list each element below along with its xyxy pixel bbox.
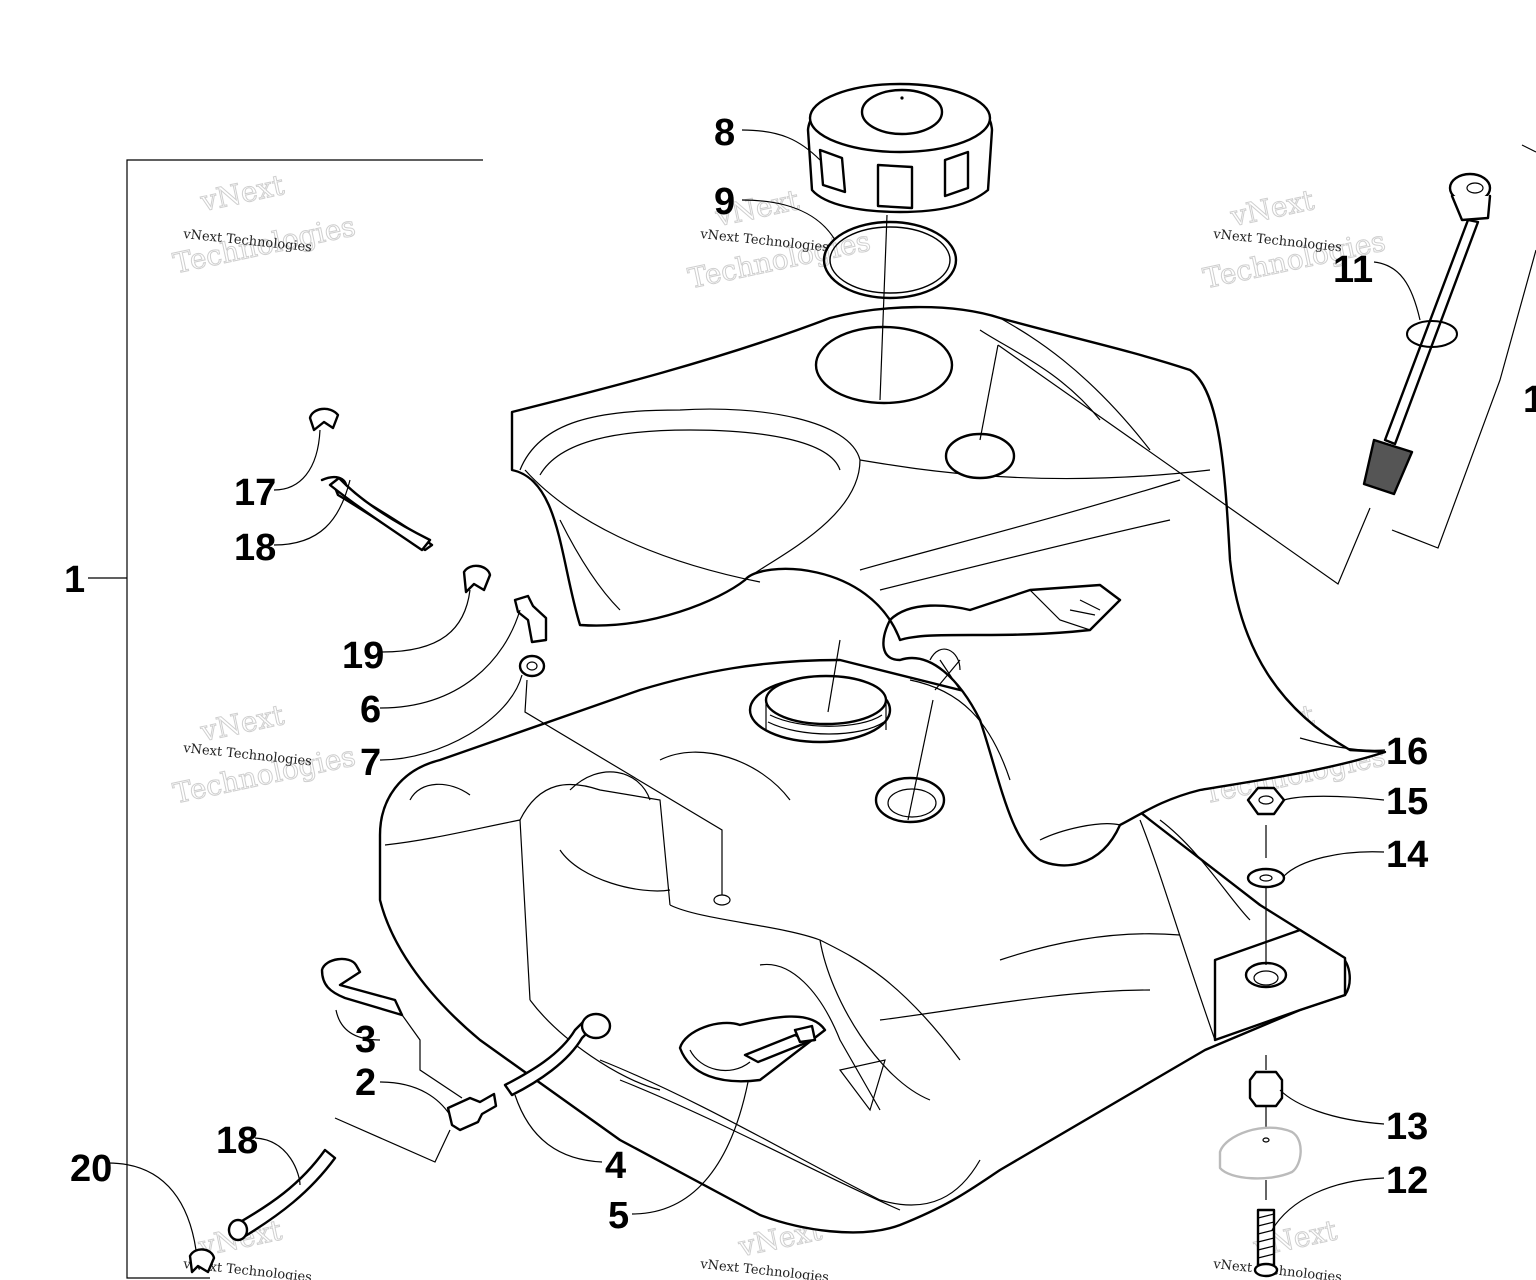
callout-17: 17 bbox=[234, 472, 276, 514]
stud-bolt bbox=[1253, 1208, 1279, 1278]
callout-5: 5 bbox=[608, 1195, 629, 1237]
callout-6: 6 bbox=[360, 689, 381, 731]
assembly-bracket-right bbox=[1391, 144, 1536, 549]
cap-o-ring bbox=[822, 220, 958, 300]
callout-20: 20 bbox=[70, 1148, 112, 1190]
fuel-hose bbox=[503, 1012, 612, 1097]
leader-lines bbox=[107, 129, 1421, 1251]
callout-18-lower: 18 bbox=[216, 1120, 258, 1162]
rubber-mount-pad bbox=[1218, 1126, 1302, 1180]
flange-nut bbox=[1246, 786, 1286, 816]
callout-13: 13 bbox=[1386, 1106, 1428, 1148]
callout-1: 1 bbox=[64, 559, 85, 601]
assembly-bracket-left bbox=[88, 159, 483, 1279]
fuel-hose-lower bbox=[227, 1148, 337, 1242]
hose-clip-strap bbox=[320, 957, 404, 1017]
watermark-1: vNext Technologies bbox=[170, 168, 359, 281]
vent-clamp-lower bbox=[462, 564, 492, 594]
callout-16: 16 bbox=[1386, 731, 1428, 773]
callout-15: 15 bbox=[1386, 781, 1428, 823]
hose-clamp-lower bbox=[188, 1248, 216, 1274]
vent-hose-upper bbox=[320, 475, 434, 552]
callout-14: 14 bbox=[1386, 834, 1428, 876]
fuel-cap bbox=[806, 82, 994, 214]
callout-2: 2 bbox=[355, 1062, 376, 1104]
grommet bbox=[518, 654, 546, 678]
fuel-gauge bbox=[1362, 172, 1492, 496]
svg-text:vNext: vNext bbox=[1227, 183, 1318, 233]
gauge-leader-lines bbox=[979, 344, 1371, 585]
callout-18-upper: 18 bbox=[234, 527, 276, 569]
fuel-pickup bbox=[678, 1015, 827, 1083]
spacer bbox=[1248, 1070, 1284, 1108]
vent-clamp-top bbox=[308, 407, 340, 432]
washer bbox=[1246, 867, 1286, 889]
callout-3: 3 bbox=[355, 1019, 376, 1061]
callout-7: 7 bbox=[360, 742, 381, 784]
center-lines bbox=[524, 214, 1267, 1200]
svg-text:vNext: vNext bbox=[197, 698, 288, 748]
callout-4: 4 bbox=[605, 1145, 626, 1187]
elbow-fitting bbox=[513, 594, 548, 644]
callout-11: 11 bbox=[1333, 249, 1373, 291]
svg-text:vNext: vNext bbox=[197, 168, 288, 218]
callout-8: 8 bbox=[714, 112, 735, 154]
elbow-valve bbox=[446, 1092, 498, 1132]
callout-19: 19 bbox=[342, 635, 384, 677]
tank-shroud bbox=[510, 305, 1387, 867]
callout-9: 9 bbox=[714, 181, 735, 223]
watermark-text-8: vNext Technologies bbox=[699, 1257, 830, 1280]
cap-vent-dot bbox=[900, 96, 904, 100]
callout-10: 1 bbox=[1523, 379, 1536, 421]
callout-12: 12 bbox=[1386, 1160, 1428, 1202]
